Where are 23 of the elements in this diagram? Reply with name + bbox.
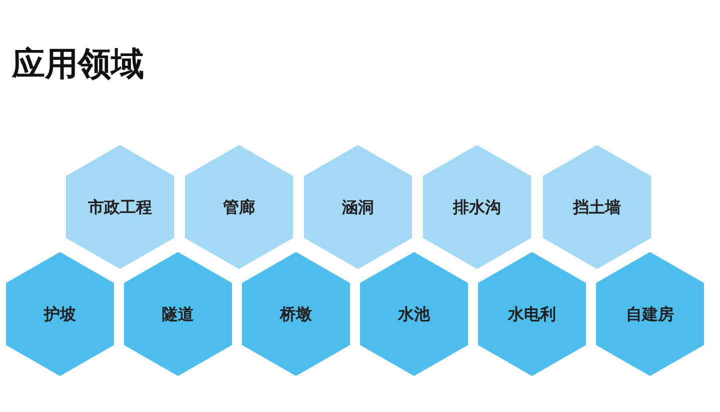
hexagon — [124, 252, 232, 376]
title: 应用领域 — [12, 44, 144, 84]
hexagon — [304, 145, 412, 269]
hexagon — [242, 252, 350, 376]
hexagon-label: 水电利 — [508, 304, 556, 324]
hexagon — [360, 252, 468, 376]
hexagon-label: 桥墩 — [280, 304, 312, 324]
hexagon-label: 水池 — [398, 304, 430, 324]
hexagon — [6, 252, 114, 376]
hexagon-label: 挡土墙 — [573, 197, 621, 217]
hexagon-label: 市政工程 — [88, 197, 152, 217]
hexagon — [423, 145, 531, 269]
hexagon — [185, 145, 293, 269]
hexagon — [543, 145, 651, 269]
hexagon-label: 自建房 — [626, 304, 674, 324]
hexagon — [596, 252, 704, 376]
hexagon — [66, 145, 174, 269]
hexagon-label: 排水沟 — [453, 197, 501, 217]
hexagon — [478, 252, 586, 376]
hexagon-label: 管廊 — [223, 197, 255, 217]
hexagon-label: 护坡 — [44, 304, 76, 324]
hexagon-label: 隧道 — [162, 304, 194, 324]
hexagon-label: 涵洞 — [342, 197, 374, 217]
